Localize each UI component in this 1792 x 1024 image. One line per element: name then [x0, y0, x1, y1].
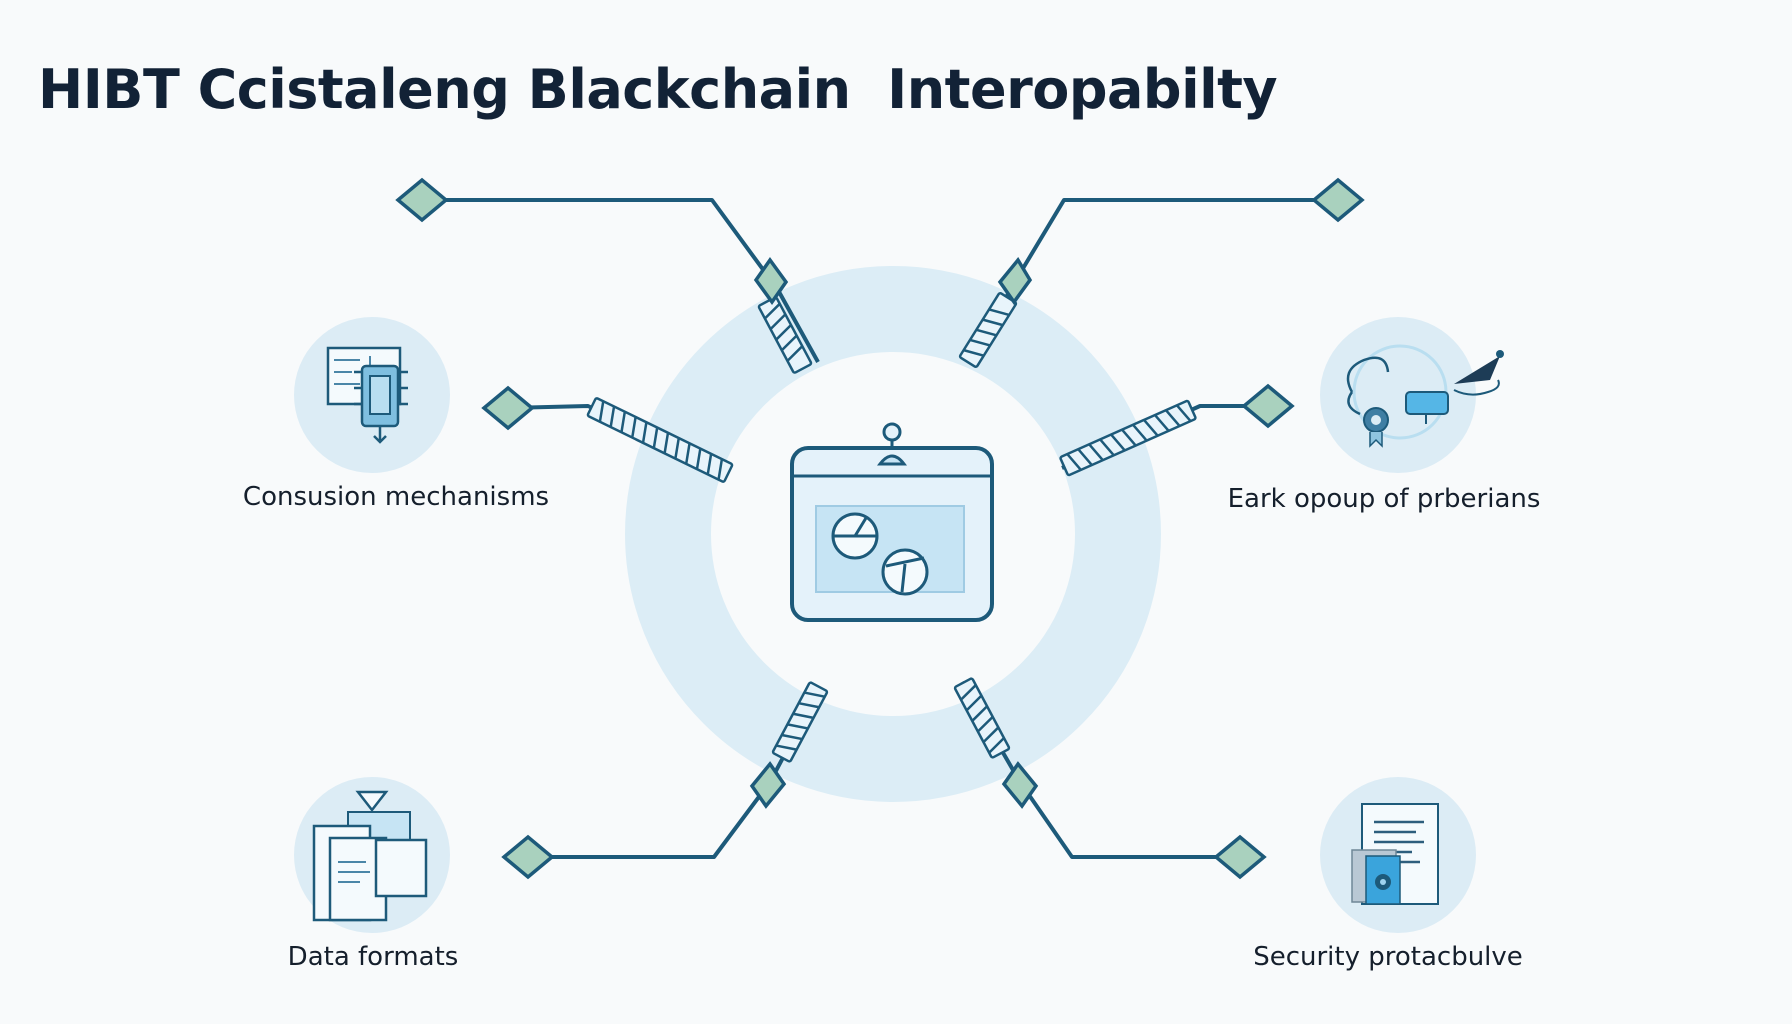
label-consensus-mechanisms: Consusion mechanisms [242, 482, 550, 512]
chain-mid-right [1059, 399, 1197, 477]
circuit-chip-icon [294, 317, 450, 473]
node-top-left-end [395, 177, 449, 223]
connector-top-left [422, 198, 820, 363]
network-tools-icon [1320, 317, 1504, 473]
documents-stack-icon [294, 777, 450, 933]
node-mid-left-end [481, 385, 535, 431]
diamond-nodes [395, 177, 1365, 880]
chain-top-left [757, 296, 813, 374]
label-network-operations: Eark opoup of prberians [1227, 484, 1541, 514]
chain-segments [586, 291, 1197, 763]
node-mid-right-end [1241, 383, 1295, 429]
node-top-right-mid [997, 256, 1033, 306]
node-bottom-left-end [501, 834, 555, 880]
node-bottom-left-mid [749, 761, 787, 809]
chain-bottom-right [953, 677, 1011, 759]
chain-mid-left [586, 397, 734, 483]
node-top-right-end [1311, 177, 1365, 223]
blockchain-window-icon [790, 422, 994, 622]
label-data-formats: Data formats [287, 942, 459, 972]
node-bottom-right-mid [1001, 761, 1039, 809]
node-bottom-right-end [1213, 834, 1267, 880]
node-top-left-mid [753, 256, 789, 306]
center-ring [625, 266, 1161, 802]
chain-top-right [958, 291, 1018, 369]
secure-document-icon [1320, 777, 1476, 933]
page-title: HIBT Ccistaleng Blackchain Interopabilty [38, 58, 1278, 121]
label-security-protocols: Security protacbulve [1253, 942, 1523, 972]
chain-bottom-left [771, 681, 829, 763]
